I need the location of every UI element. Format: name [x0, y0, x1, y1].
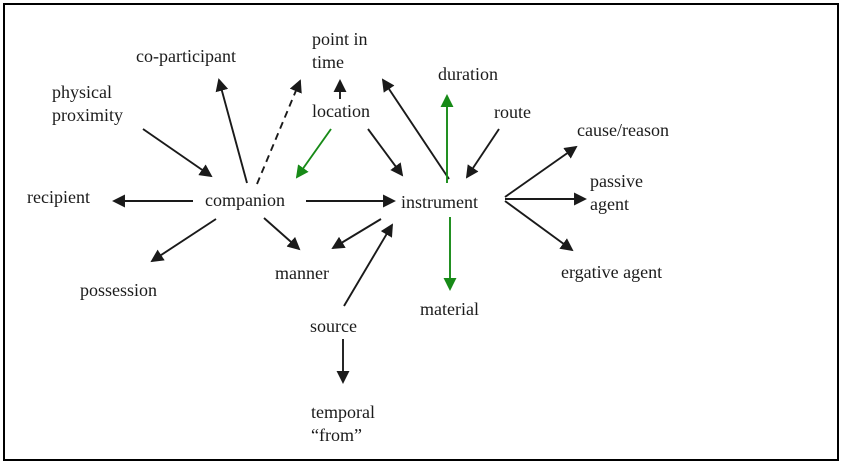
- edge-route-to-instrument: [465, 128, 500, 179]
- edge-companion-to-possession: [150, 218, 217, 263]
- edge-companion-to-manner: [263, 217, 301, 251]
- edge-location-to-companion-green: [295, 128, 332, 179]
- node-point-in-time: point in time: [312, 29, 368, 72]
- node-passive-agent: passive agent: [590, 171, 643, 214]
- edge-source-to-instrument: [343, 223, 393, 307]
- node-duration: duration: [438, 64, 498, 84]
- node-ergative-agent: ergative agent: [561, 262, 663, 282]
- edge-companion-to-co-participant: [215, 78, 248, 184]
- edge-instrument-to-ergative-agent: [504, 200, 574, 252]
- node-possession: possession: [80, 280, 158, 300]
- edge-physical-proximity-to-companion: [142, 128, 213, 178]
- diagram-border: [3, 3, 839, 461]
- node-route: route: [494, 102, 531, 122]
- edge-location-to-instrument: [367, 128, 404, 177]
- node-source: source: [310, 316, 357, 336]
- node-material: material: [420, 299, 479, 319]
- node-temporal-from: temporal “from”: [311, 402, 375, 445]
- node-manner: manner: [275, 263, 329, 283]
- node-instrument: instrument: [401, 192, 478, 212]
- edge-companion-to-point-in-time-dashed: [256, 79, 302, 185]
- node-recipient: recipient: [27, 187, 90, 207]
- edge-instrument-to-point-in-time: [381, 78, 450, 180]
- node-cause-reason: cause/reason: [577, 120, 669, 140]
- edge-instrument-to-manner: [331, 218, 382, 250]
- edge-instrument-to-cause-reason: [504, 145, 578, 198]
- node-location: location: [312, 101, 370, 121]
- node-co-participant: co-participant: [136, 46, 236, 66]
- node-physical-proximity: physical proximity: [52, 82, 123, 125]
- node-companion: companion: [205, 190, 285, 210]
